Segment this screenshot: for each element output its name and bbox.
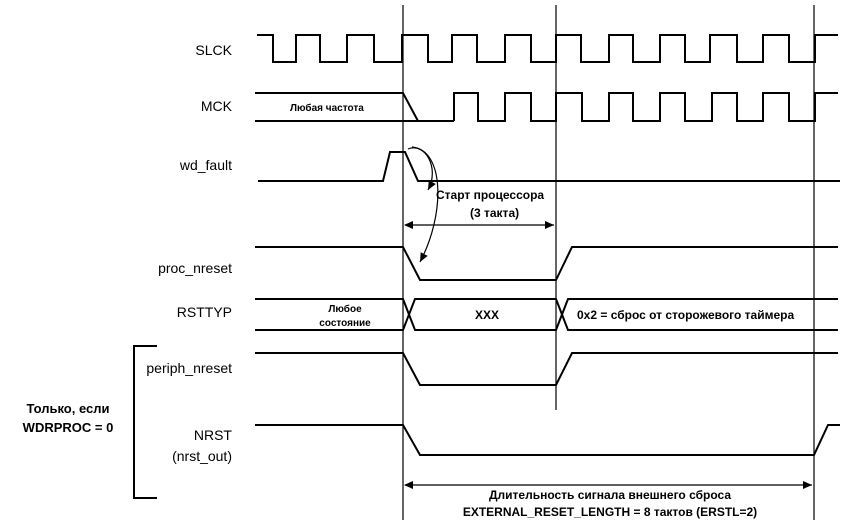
waveform-periph-nreset bbox=[255, 352, 838, 386]
rsttyp-value: 0x2 = сброс от сторожевого таймера bbox=[577, 308, 794, 322]
label-nrst-out: (nrst_out) bbox=[172, 448, 232, 464]
waveform-slck bbox=[257, 34, 838, 63]
rsttyp-any-state-line1: Любое bbox=[328, 303, 362, 315]
cpu-start-line2: (3 такта) bbox=[470, 206, 519, 220]
waveform-mck: Любая частота bbox=[255, 92, 838, 122]
label-proc-nreset: proc_nreset bbox=[158, 260, 232, 276]
label-rsttyp: RSTTYP bbox=[177, 304, 232, 320]
causality-arrows bbox=[407, 146, 439, 263]
external-reset-annotation: Длительность сигнала внешнего сброса EXT… bbox=[404, 481, 812, 519]
condition-line1: Только, если bbox=[26, 401, 109, 416]
label-periph-nreset: periph_nreset bbox=[146, 360, 232, 376]
mck-any-frequency: Любая частота bbox=[290, 102, 364, 114]
signal-labels: SLCK MCK wd_fault proc_nreset RSTTYP per… bbox=[146, 42, 232, 464]
time-markers bbox=[402, 5, 815, 520]
waveform-rsttyp: Любое состояние XXX 0x2 = сброс от сторо… bbox=[255, 298, 838, 331]
rsttyp-any-state-line2: состояние bbox=[319, 318, 371, 329]
label-wd-fault: wd_fault bbox=[179, 157, 232, 173]
rsttyp-xxx: XXX bbox=[475, 308, 499, 322]
ext-reset-line1: Длительность сигнала внешнего сброса bbox=[489, 488, 731, 502]
waveform-wd-fault bbox=[258, 151, 840, 182]
condition-bracket: Только, если WDRPROC = 0 bbox=[23, 345, 157, 499]
label-slck: SLCK bbox=[195, 42, 232, 58]
cpu-start-annotation: Старт процессора (3 такта) bbox=[404, 188, 554, 229]
waveform-nrst bbox=[255, 424, 840, 456]
label-mck: MCK bbox=[201, 98, 233, 114]
label-nrst: NRST bbox=[194, 427, 233, 443]
waveform-proc-nreset bbox=[255, 246, 838, 281]
cpu-start-line1: Старт процессора bbox=[436, 188, 544, 202]
condition-line2: WDRPROC = 0 bbox=[23, 420, 114, 435]
ext-reset-line2: EXTERNAL_RESET_LENGTH = 8 тактов (ERSTL=… bbox=[463, 505, 757, 519]
